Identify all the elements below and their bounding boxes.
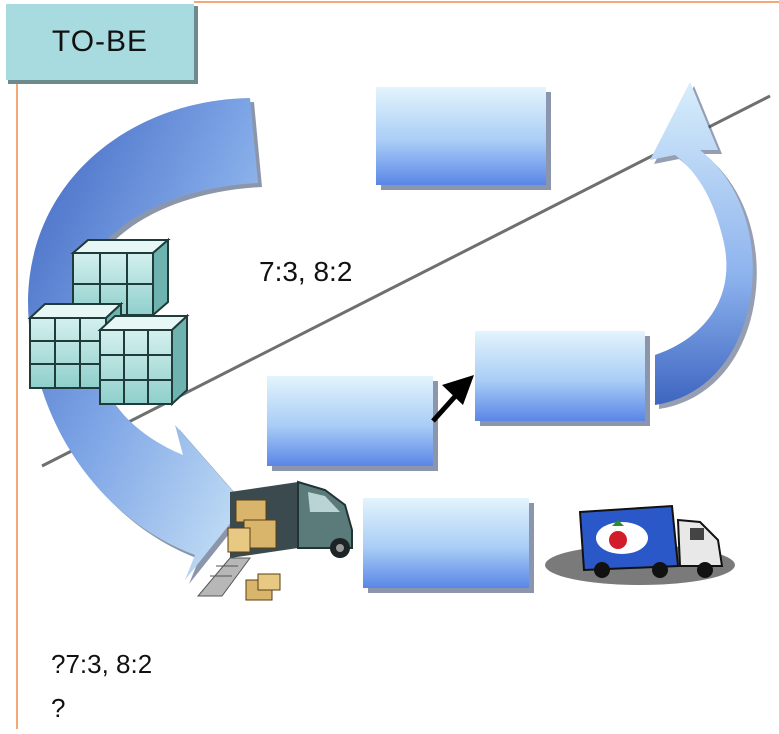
process-box-bottom <box>363 498 534 593</box>
delivery-truck-icon <box>196 480 353 601</box>
ratio-label: 7:3, 8:2 <box>259 256 353 287</box>
process-box-top <box>376 87 551 190</box>
food-truck-icon <box>545 504 735 585</box>
note-line-1: ?7:3, 8:2 <box>51 649 153 679</box>
left-cycle-arrow <box>28 98 262 584</box>
process-box-right <box>475 331 650 426</box>
pointer-arrow-icon <box>431 375 474 423</box>
stacked-boxes-icon <box>27 237 190 407</box>
note-line-2: ? <box>51 693 66 723</box>
process-box-middle <box>267 376 438 471</box>
page-title: TO-BE <box>4 2 194 80</box>
right-cycle-arrow <box>650 82 757 409</box>
